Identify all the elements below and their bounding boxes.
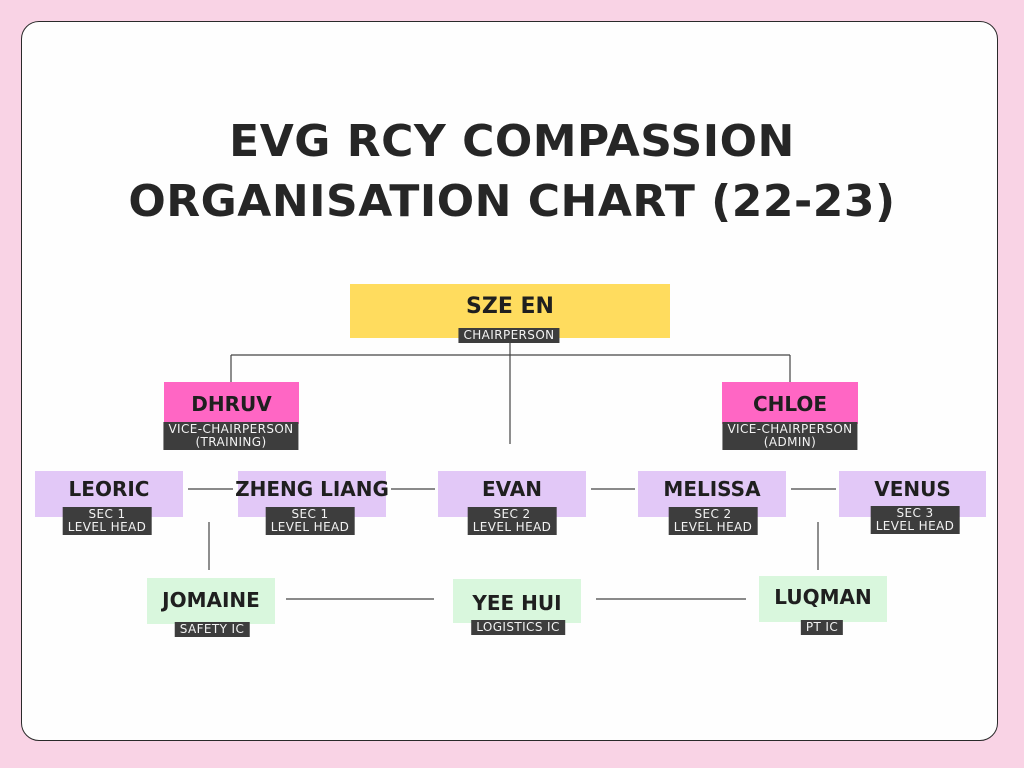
- node-yee-hui: YEE HUI: [453, 579, 581, 623]
- node-evan: EVAN: [438, 471, 586, 517]
- title-line-2: ORGANISATION CHART (22-23): [128, 176, 896, 227]
- yee-hui-role: LOGISTICS IC: [471, 620, 565, 635]
- melissa-role-line-1: SEC 2: [694, 507, 732, 521]
- jomaine-role: SAFETY IC: [174, 622, 250, 637]
- melissa-role: SEC 2 LEVEL HEAD: [668, 507, 758, 535]
- evan-role: SEC 2 LEVEL HEAD: [467, 507, 557, 535]
- leoric-role: SEC 1 LEVEL HEAD: [62, 507, 152, 535]
- evan-role-line-1: SEC 2: [493, 507, 531, 521]
- node-luqman: LUQMAN: [759, 576, 887, 622]
- vice-admin-role-line-2: (ADMIN): [763, 435, 817, 449]
- node-vice-training: DHRUV: [164, 382, 299, 424]
- venus-role-line-1: SEC 3: [896, 506, 934, 520]
- venus-role: SEC 3 LEVEL HEAD: [870, 506, 960, 534]
- page-title: EVG RCY COMPASSION ORGANISATION CHART (2…: [0, 112, 1024, 232]
- luqman-name: LUQMAN: [774, 585, 872, 609]
- evan-name: EVAN: [482, 477, 542, 501]
- node-jomaine: JOMAINE: [147, 578, 275, 624]
- yee-hui-name: YEE HUI: [472, 591, 562, 615]
- node-vice-admin: CHLOE: [722, 382, 858, 424]
- chairperson-name: SZE EN: [466, 294, 554, 319]
- title-line-1: EVG RCY COMPASSION: [229, 116, 795, 167]
- jomaine-name: JOMAINE: [162, 588, 260, 612]
- luqman-role: PT IC: [800, 620, 844, 635]
- zheng-liang-role-line-2: LEVEL HEAD: [270, 520, 350, 534]
- vice-training-role-line-1: VICE-CHAIRPERSON: [168, 422, 294, 436]
- venus-name: VENUS: [874, 477, 951, 501]
- vice-training-name: DHRUV: [191, 392, 272, 416]
- vice-training-role-line-2: (TRAINING): [195, 435, 267, 449]
- melissa-name: MELISSA: [663, 477, 761, 501]
- zheng-liang-role-line-1: SEC 1: [291, 507, 329, 521]
- chairperson-role: CHAIRPERSON: [458, 328, 560, 343]
- vice-admin-role: VICE-CHAIRPERSON (ADMIN): [722, 422, 858, 450]
- zheng-liang-role: SEC 1 LEVEL HEAD: [265, 507, 355, 535]
- vice-admin-name: CHLOE: [752, 392, 828, 416]
- venus-role-line-2: LEVEL HEAD: [875, 519, 955, 533]
- leoric-role-line-1: SEC 1: [88, 507, 126, 521]
- leoric-name: LEORIC: [68, 477, 150, 501]
- zheng-liang-name: ZHENG LIANG: [235, 477, 389, 501]
- leoric-role-line-2: LEVEL HEAD: [67, 520, 147, 534]
- melissa-role-line-2: LEVEL HEAD: [673, 520, 753, 534]
- evan-role-line-2: LEVEL HEAD: [472, 520, 552, 534]
- vice-admin-role-line-1: VICE-CHAIRPERSON: [727, 422, 853, 436]
- vice-training-role: VICE-CHAIRPERSON (TRAINING): [163, 422, 299, 450]
